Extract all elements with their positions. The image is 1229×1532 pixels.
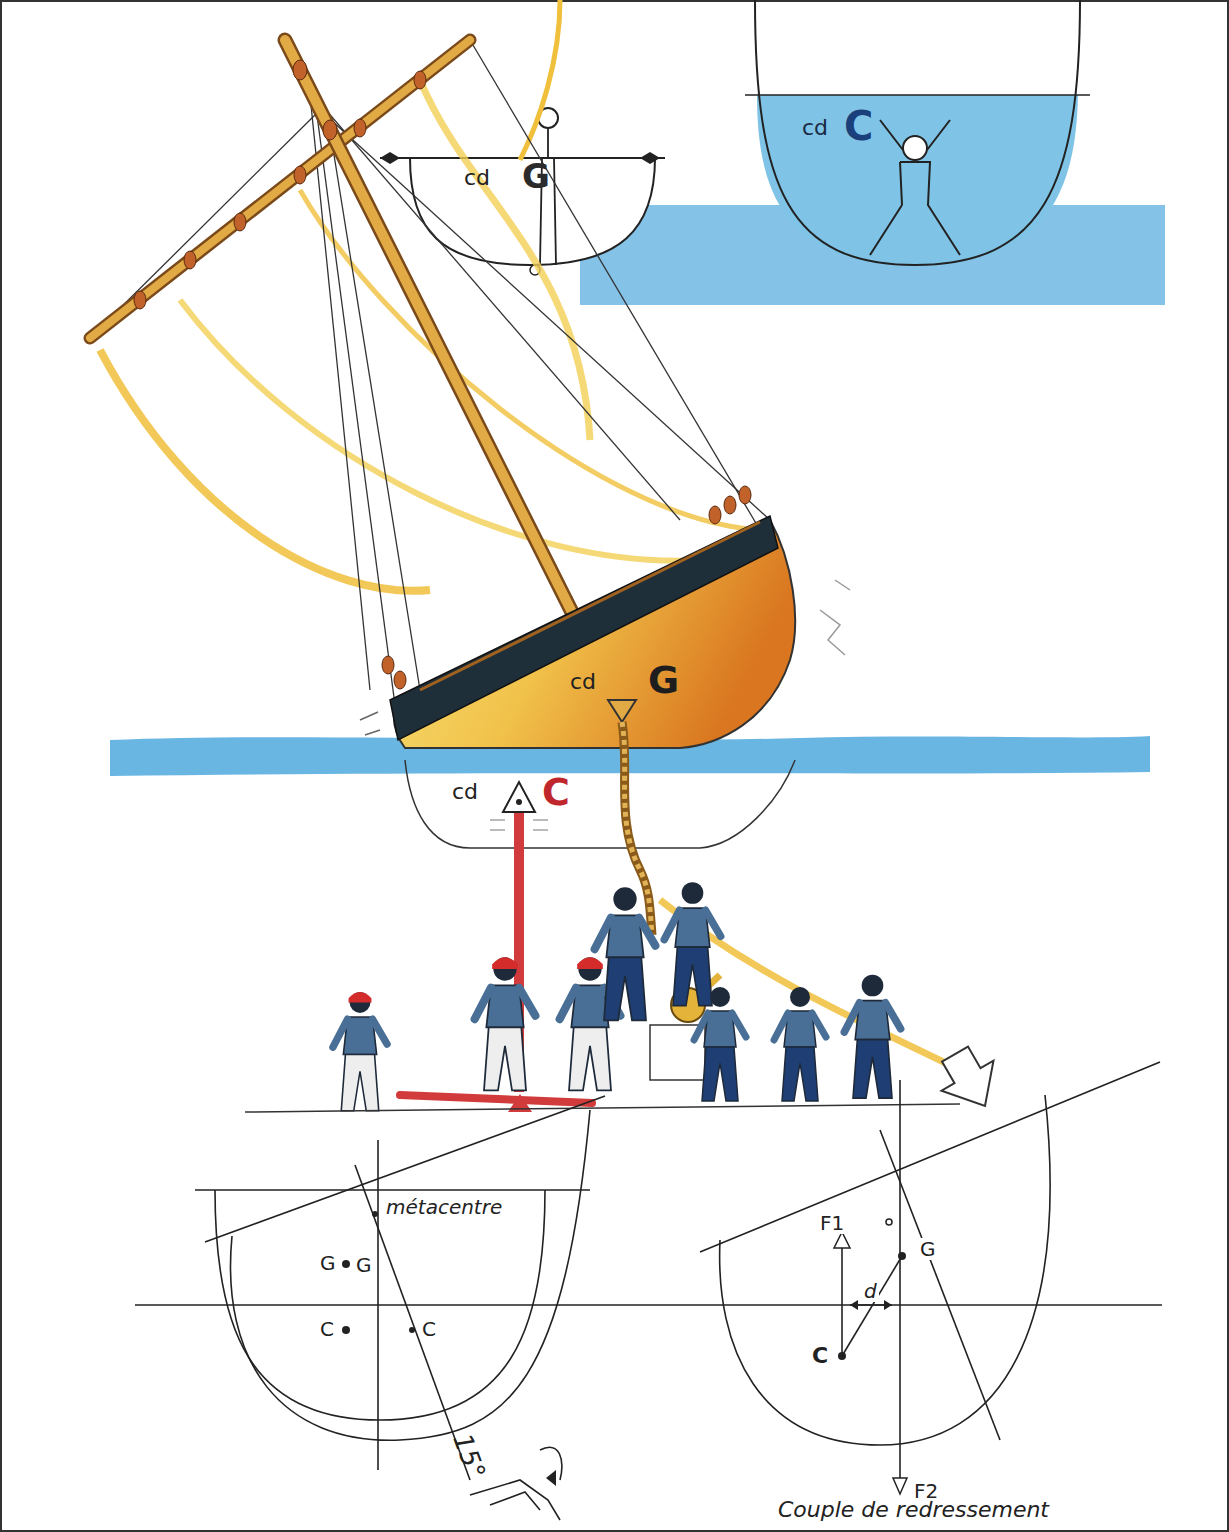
point-label: C [420,1318,438,1340]
force-label: F1 [818,1212,846,1234]
metacentre-label: métacentre [384,1196,504,1218]
gravity-label: G [646,660,681,702]
point-label: G [318,1252,338,1274]
caption-note: Couple de redressement [776,1498,1051,1522]
centre-label: cd [800,116,830,140]
point-label: G [354,1254,374,1276]
centre-label: cd [462,166,492,190]
angle-label: 15° [447,1428,491,1485]
gravity-label: G [520,158,552,195]
point-label: G [918,1238,938,1260]
centre-label: cd [450,780,480,804]
centre-label: cd [568,670,598,694]
point-label: C [810,1344,830,1368]
buoyancy-label: C [842,104,875,148]
distance-label: d [862,1280,879,1302]
point-label: C [318,1318,336,1340]
buoyancy-label: C [540,772,572,814]
